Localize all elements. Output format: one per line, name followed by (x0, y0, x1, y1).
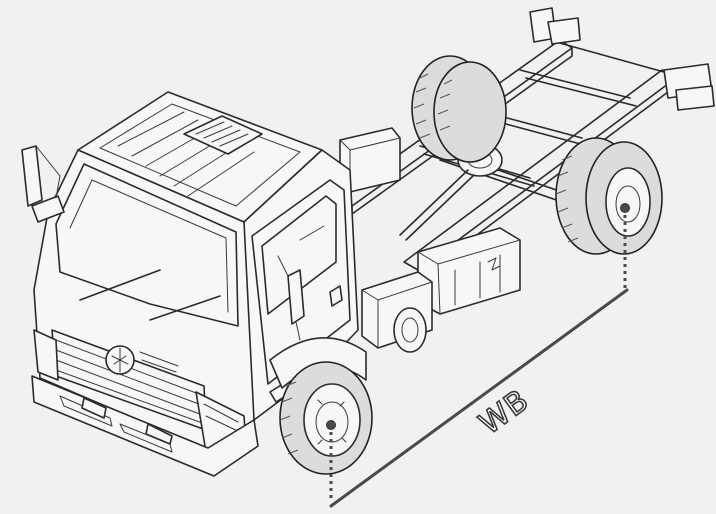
wheelbase-label: WB (473, 383, 536, 442)
rear-left-wheels (411, 55, 507, 163)
battery-box (361, 271, 433, 353)
chassis-frame (337, 7, 715, 280)
wheelbase-dimension-line (329, 288, 629, 508)
rear-right-wheels (555, 137, 663, 255)
front-right-wheel (269, 336, 373, 475)
cab (21, 91, 359, 477)
fuel-tank (417, 227, 521, 315)
